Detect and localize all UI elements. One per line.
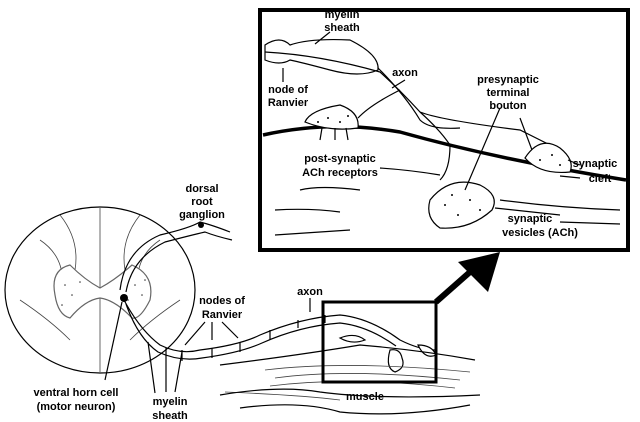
label-myelin-sheath-1: myelin — [153, 396, 188, 408]
label-presynaptic-2: terminal — [487, 87, 530, 99]
ventral-horn-pointer — [104, 301, 123, 381]
label-node-of-ranvier-1: node of — [268, 84, 308, 96]
zoom-arrow — [434, 269, 472, 305]
label-synaptic-vesicles-1: synaptic — [508, 213, 553, 225]
label-nodes-of-ranvier-2: Ranvier — [202, 309, 243, 321]
label-myelin-sheath-inset-1: myelin — [325, 9, 360, 21]
label-axon-inset: axon — [392, 67, 418, 79]
myelin-pointers — [147, 341, 183, 394]
nodes-pointers — [184, 321, 239, 346]
label-post-synaptic-1: post-synaptic — [304, 153, 376, 165]
ganglion-cell — [198, 222, 204, 228]
label-myelin-sheath-2: sheath — [152, 410, 188, 422]
label-ventral-horn-cell-1: ventral horn cell — [34, 387, 119, 399]
label-presynaptic-3: bouton — [489, 100, 527, 112]
zoom-arrowhead — [458, 252, 500, 292]
inset-panel — [258, 8, 630, 252]
label-dorsal-root-ganglion-3: ganglion — [179, 209, 225, 221]
label-dorsal-root-ganglion-1: dorsal — [185, 183, 218, 195]
label-myelin-sheath-inset-2: sheath — [324, 22, 360, 34]
muscle-fibers — [219, 344, 481, 415]
label-presynaptic-1: presynaptic — [477, 74, 539, 86]
zoom-region-box — [321, 300, 438, 384]
myelinated-axon — [123, 299, 437, 373]
label-nodes-of-ranvier-1: nodes of — [199, 295, 245, 307]
label-synaptic-cleft-1: synaptic — [573, 158, 618, 170]
label-node-of-ranvier-2: Ranvier — [268, 97, 309, 109]
dorsal-root — [119, 221, 231, 291]
label-ventral-horn-cell-2: (motor neuron) — [37, 401, 116, 413]
label-synaptic-cleft-2: cleft — [589, 173, 612, 185]
motor-neuron-cell-body — [120, 294, 128, 302]
label-muscle: muscle — [346, 391, 384, 403]
label-dorsal-root-ganglion-2: root — [191, 196, 213, 208]
label-axon: axon — [297, 286, 323, 298]
label-post-synaptic-2: ACh receptors — [302, 167, 378, 179]
label-synaptic-vesicles-2: vesicles (ACh) — [502, 227, 578, 239]
